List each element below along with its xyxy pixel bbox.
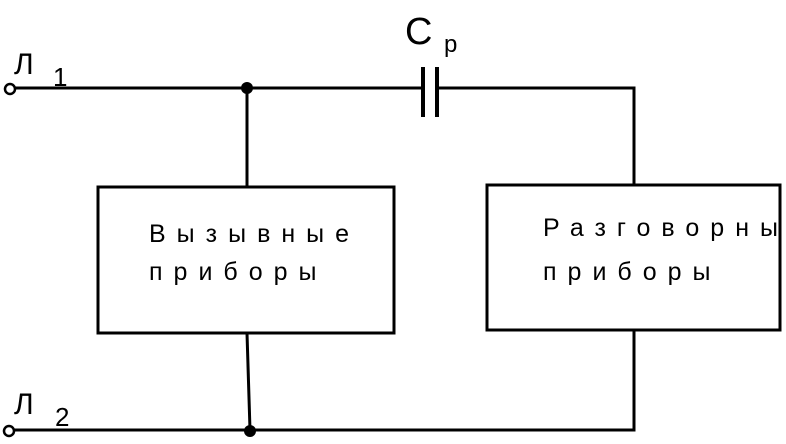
line-l2-letter: Л xyxy=(14,388,34,421)
line-l1-letter: Л xyxy=(14,48,34,81)
speaking-devices-label-line1: Разговорные xyxy=(543,214,786,242)
junction-node-bottom xyxy=(244,425,256,437)
junction-node-top xyxy=(241,82,253,94)
capacitor-letter: С xyxy=(405,11,432,53)
speaking-devices-box xyxy=(485,183,782,332)
calling-devices-label-line2: приборы xyxy=(149,258,328,286)
calling-wire-bottom xyxy=(245,331,252,432)
terminal-l2 xyxy=(2,424,16,438)
line-l2-subscript: 2 xyxy=(55,402,69,432)
calling-devices-label-line1: Вызывные xyxy=(149,220,360,248)
calling-devices-box xyxy=(96,185,396,335)
speaking-devices-label-line2: приборы xyxy=(543,258,722,286)
terminal-l1 xyxy=(3,82,17,96)
capacitor-subscript: р xyxy=(444,31,457,58)
line-l1-subscript: 1 xyxy=(53,62,67,92)
